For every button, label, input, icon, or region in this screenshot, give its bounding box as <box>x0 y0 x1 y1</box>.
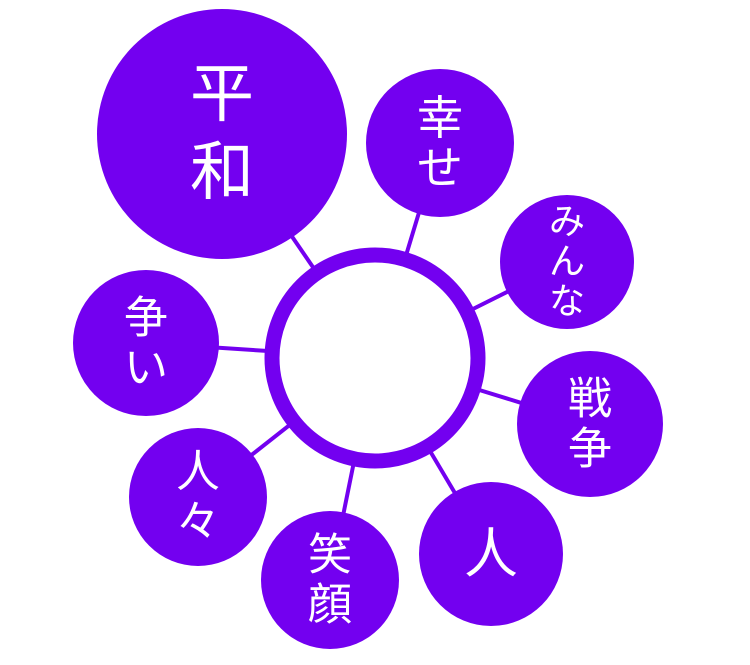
node-label-shiawase-1: せ <box>417 141 463 195</box>
node-circle-hitobito <box>129 428 267 566</box>
node-label-minna-2: な <box>549 282 585 323</box>
node-label-hito-0: 人 <box>464 523 518 586</box>
node-label-egao-1: 顔 <box>308 580 352 631</box>
node-circle-shiawase <box>366 69 514 217</box>
connector-egao <box>341 462 356 515</box>
connector-hitobito <box>249 422 293 458</box>
node-label-heiwa-1: 和 <box>190 136 254 210</box>
connector-arasoi <box>216 345 269 354</box>
node-label-heiwa-0: 平 <box>190 58 254 132</box>
node-circle-heiwa <box>97 9 347 259</box>
connector-heiwa <box>289 234 317 271</box>
center-node <box>264 247 486 469</box>
node-heiwa: 平和 <box>97 9 347 259</box>
node-circle-arasoi <box>73 270 219 416</box>
connector-shiawase <box>404 211 422 257</box>
node-circle-minna <box>500 195 634 329</box>
node-label-arasoi-1: い <box>124 343 168 394</box>
node-label-hitobito-1: 々 <box>176 497 220 548</box>
node-circle-sensou <box>517 351 663 497</box>
connector-minna <box>469 289 510 312</box>
node-circle-hito <box>419 482 563 626</box>
node-egao: 笑顔 <box>261 511 399 649</box>
node-label-egao-0: 笑 <box>308 530 352 581</box>
node-label-sensou-0: 戦 <box>568 374 612 425</box>
node-arasoi: 争い <box>73 270 219 416</box>
node-label-shiawase-0: 幸 <box>417 91 463 145</box>
node-hito: 人 <box>419 482 563 626</box>
node-label-minna-1: ん <box>549 242 585 283</box>
node-shiawase: 幸せ <box>366 69 514 217</box>
node-label-arasoi-0: 争 <box>124 293 168 344</box>
connector-sensou <box>476 387 523 406</box>
node-hitobito: 人々 <box>129 428 267 566</box>
node-label-minna-0: み <box>549 202 585 243</box>
connectors <box>216 211 523 515</box>
node-circle-egao <box>261 511 399 649</box>
node-label-sensou-1: 争 <box>568 424 612 475</box>
connector-hito <box>427 449 458 495</box>
node-minna: みんな <box>500 195 634 329</box>
node-label-hitobito-0: 人 <box>176 447 220 498</box>
node-sensou: 戦争 <box>517 351 663 497</box>
